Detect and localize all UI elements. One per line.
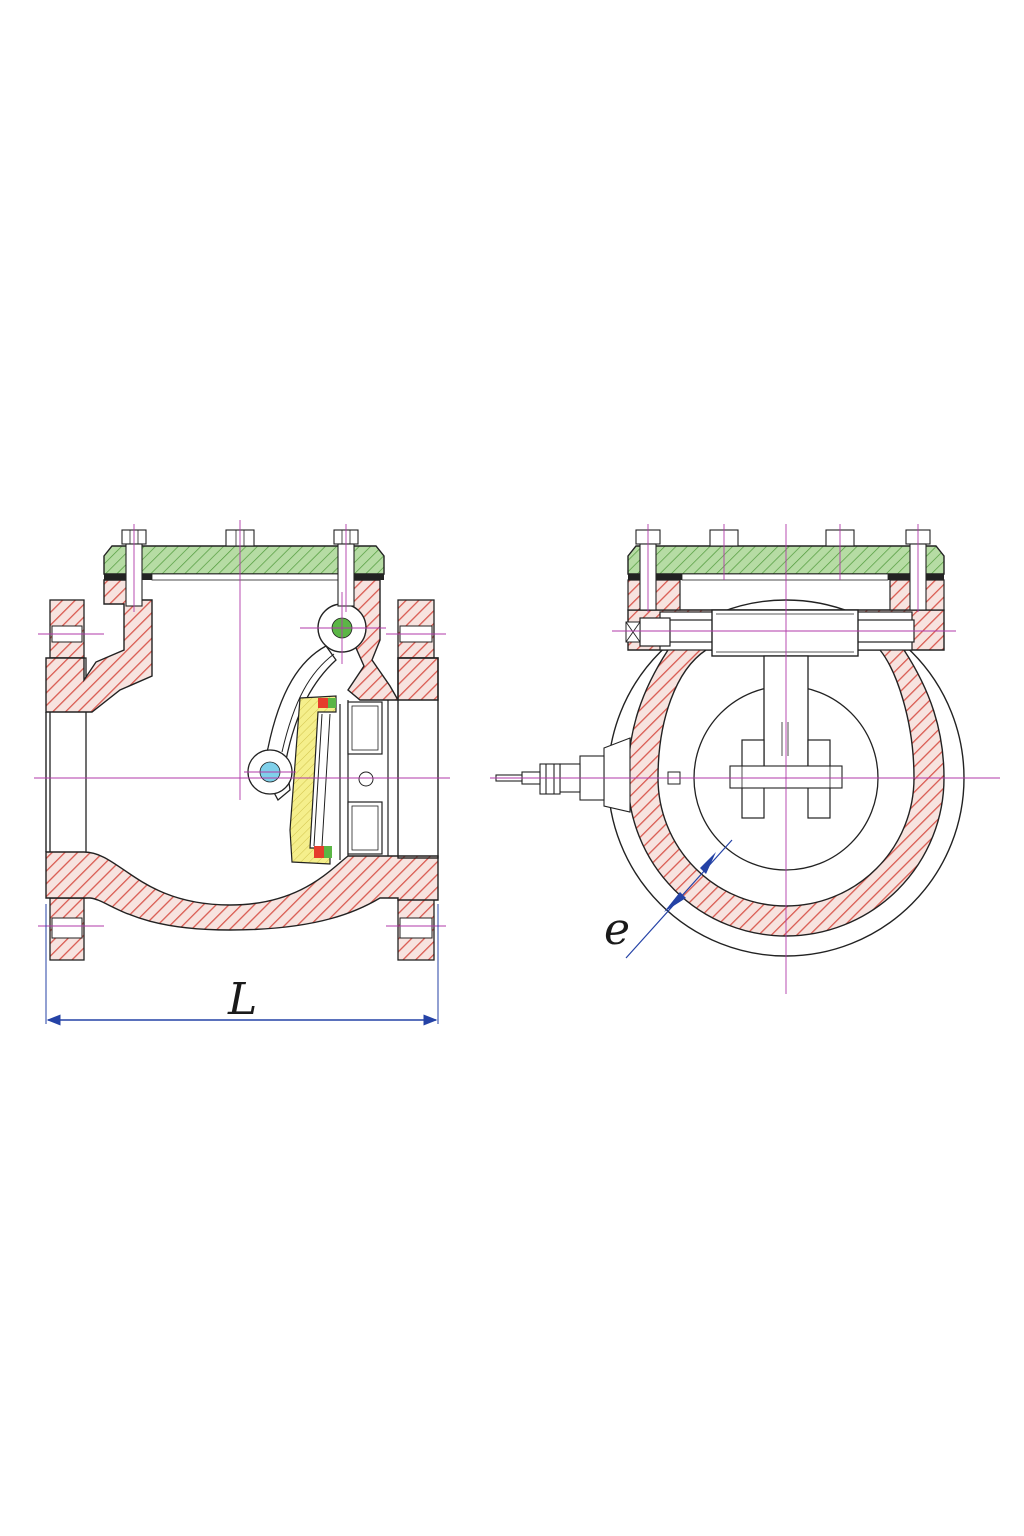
dimension-label-length: L <box>227 974 257 1025</box>
inlet-flange <box>49 599 87 961</box>
side-test-port <box>495 737 631 813</box>
outlet-flange <box>397 599 435 961</box>
seal-ring-top <box>318 698 328 708</box>
seat-rib-lower <box>347 801 383 855</box>
valve-end-view: e <box>490 524 1000 994</box>
arm-hub <box>711 609 859 657</box>
centerlines-left <box>34 520 450 927</box>
seat-rib-upper <box>347 701 383 755</box>
valve-section-view: L <box>34 520 450 1026</box>
dimension-label-wall: e <box>604 904 630 955</box>
dimension-e <box>625 839 733 959</box>
body-wall-lower <box>45 851 439 931</box>
dimension-L <box>45 904 439 1026</box>
centerlines-right <box>490 524 1000 994</box>
seal-ring-bottom <box>314 846 324 858</box>
